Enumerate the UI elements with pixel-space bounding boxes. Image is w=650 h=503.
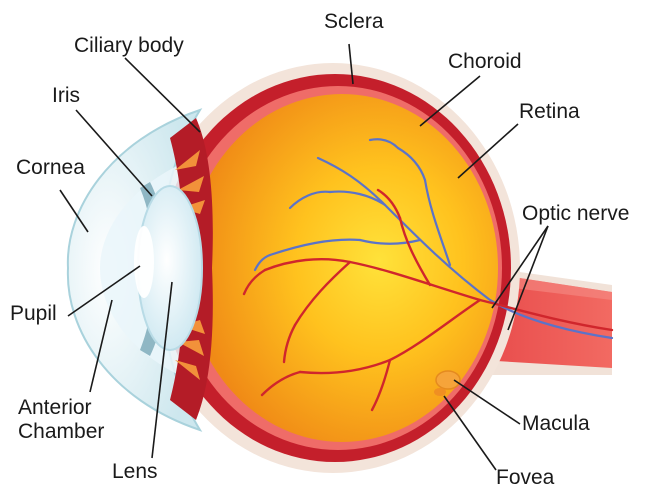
fovea-shape xyxy=(434,388,446,396)
label-cornea: Cornea xyxy=(16,156,85,180)
label-pupil: Pupil xyxy=(10,302,57,326)
label-macula: Macula xyxy=(522,412,590,436)
label-anterior-chamber: Anterior Chamber xyxy=(18,396,104,443)
label-retina: Retina xyxy=(519,100,580,124)
label-sclera: Sclera xyxy=(324,10,384,34)
macula-shape xyxy=(436,371,460,389)
label-lens: Lens xyxy=(112,460,158,484)
label-choroid: Choroid xyxy=(448,50,522,74)
leader-line-ciliary-body xyxy=(125,58,200,132)
label-anterior-chamber-line2: Chamber xyxy=(18,420,104,444)
pupil-shape xyxy=(134,226,154,298)
label-fovea: Fovea xyxy=(496,466,554,490)
label-anterior-chamber-line1: Anterior xyxy=(18,396,104,420)
label-ciliary-body: Ciliary body xyxy=(74,34,184,58)
label-optic-nerve: Optic nerve xyxy=(522,202,629,226)
label-iris: Iris xyxy=(52,84,80,108)
